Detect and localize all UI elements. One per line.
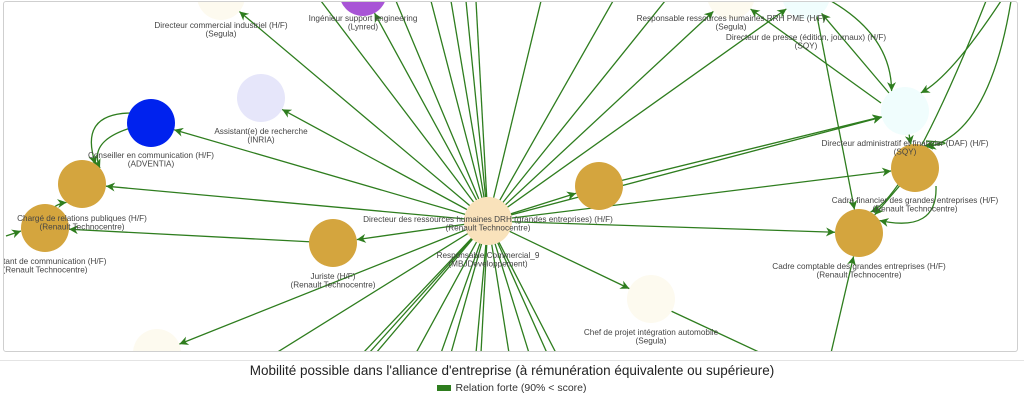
edge — [450, 2, 489, 222]
edge — [487, 10, 714, 222]
edge — [926, 2, 1012, 150]
edge — [487, 220, 630, 290]
node-label: Assistant(e) de recherche — [214, 127, 308, 136]
node-label: Conseiller en communication (H/F) — [88, 151, 214, 160]
edge — [831, 2, 897, 92]
network-graph[interactable]: Directeur commercial industriel (H/F)(Se… — [4, 2, 1017, 351]
node-label: Responsable Commercial_9 — [437, 251, 540, 260]
node-company: (SQY) — [795, 42, 818, 51]
node-charge-rp[interactable] — [58, 160, 106, 208]
node-label: Directeur administratif et financier (DA… — [822, 139, 989, 148]
edge — [238, 10, 489, 222]
edge — [598, 114, 882, 187]
node-daf[interactable] — [881, 87, 929, 135]
node-label: Directeur commercial industriel (H/F) — [154, 21, 288, 30]
edge — [277, 220, 489, 351]
node-label: Chef de projet intégration automobile — [584, 328, 719, 337]
node-assist-com[interactable] — [21, 204, 69, 252]
node-company: (Segula) — [716, 23, 747, 32]
node-bottom-node[interactable] — [133, 329, 181, 351]
edge — [487, 167, 892, 222]
edge — [920, 2, 1002, 94]
edge — [924, 140, 946, 150]
legend-label: Relation forte (90% < score) — [455, 382, 587, 394]
node-company: (Segula) — [206, 30, 237, 39]
node-company: (Renault Technocentre) — [873, 205, 958, 214]
edge — [487, 2, 666, 222]
edge — [750, 8, 882, 104]
edge — [465, 2, 489, 222]
node-cadre-comptable[interactable] — [835, 209, 883, 257]
legend-swatch — [437, 385, 452, 392]
node-company: (Renault Technocentre) — [4, 266, 88, 275]
node-label: Juriste (H/F) — [310, 272, 355, 281]
edge — [475, 2, 489, 222]
edge — [5, 229, 22, 239]
node-label: Chargé de relations publiques (H/F) — [17, 214, 147, 223]
node-chef-projet[interactable] — [627, 275, 675, 323]
node-juriste[interactable] — [309, 219, 357, 267]
node-company: (ADVENTIA) — [128, 160, 175, 169]
legend: Relation forte (90% < score) — [0, 382, 1024, 394]
edge — [105, 182, 489, 222]
node-company: (Lynred) — [348, 23, 378, 32]
edge — [670, 310, 759, 351]
network-graph-canvas[interactable]: Directeur commercial industriel (H/F)(Se… — [3, 1, 1018, 352]
edge — [430, 2, 489, 222]
edge — [416, 220, 489, 351]
edge — [487, 2, 542, 222]
node-label: Assistant de communication (H/F) — [4, 257, 107, 266]
edge — [68, 225, 334, 244]
edge — [173, 127, 489, 222]
edge — [179, 220, 489, 345]
node-label: Ingénieur support engineering — [309, 14, 418, 23]
edge — [815, 10, 858, 210]
edge — [487, 2, 614, 222]
node-rrh-pme[interactable] — [707, 2, 755, 19]
node-label: Cadre financier des grandes entreprises … — [832, 196, 999, 205]
node-dir-commercial[interactable] — [197, 2, 245, 20]
node-company: (Renault Technocentre) — [291, 281, 376, 290]
node-gold-mid[interactable] — [575, 162, 623, 210]
edge — [395, 2, 489, 222]
edge — [281, 108, 489, 222]
node-company: (Renault Technocentre) — [40, 223, 125, 232]
node-ing-support[interactable] — [339, 2, 387, 16]
edge — [373, 12, 489, 222]
node-assist-recherche[interactable] — [237, 74, 285, 122]
node-label: Directeur des ressources humaines DRH (g… — [363, 215, 613, 224]
node-cadre-financier[interactable] — [891, 144, 939, 192]
node-conseiller-com[interactable] — [127, 99, 175, 147]
node-dir-presse[interactable] — [782, 2, 830, 19]
edge — [320, 2, 489, 222]
node-company: (Renault Technocentre) — [446, 224, 531, 233]
edge — [487, 8, 787, 222]
edge — [363, 220, 489, 351]
edge — [487, 220, 547, 351]
chart-title: Mobilité possible dans l'alliance d'entr… — [249, 363, 775, 378]
edge — [487, 220, 556, 351]
node-company: (Renault Technocentre) — [817, 271, 902, 280]
node-company: (INRIA) — [247, 136, 275, 145]
edge — [376, 220, 489, 351]
edge — [88, 112, 132, 165]
edge — [369, 220, 489, 351]
divider — [0, 360, 1024, 361]
node-company: (SQY) — [894, 148, 917, 157]
node-label: Cadre comptable des grandes entreprises … — [772, 262, 946, 271]
node-resp-commercial[interactable] — [464, 197, 512, 245]
edge — [830, 256, 856, 351]
edge — [821, 12, 890, 94]
edge — [879, 185, 937, 227]
edge — [487, 220, 836, 237]
node-label: Directeur de presse (édition, journaux) … — [726, 33, 886, 42]
node-label: Responsable ressources humaines RRH PME … — [637, 14, 826, 23]
edge — [487, 115, 882, 222]
node-company: (MBJDeveloppement) — [448, 260, 527, 269]
node-company: (Segula) — [636, 337, 667, 346]
